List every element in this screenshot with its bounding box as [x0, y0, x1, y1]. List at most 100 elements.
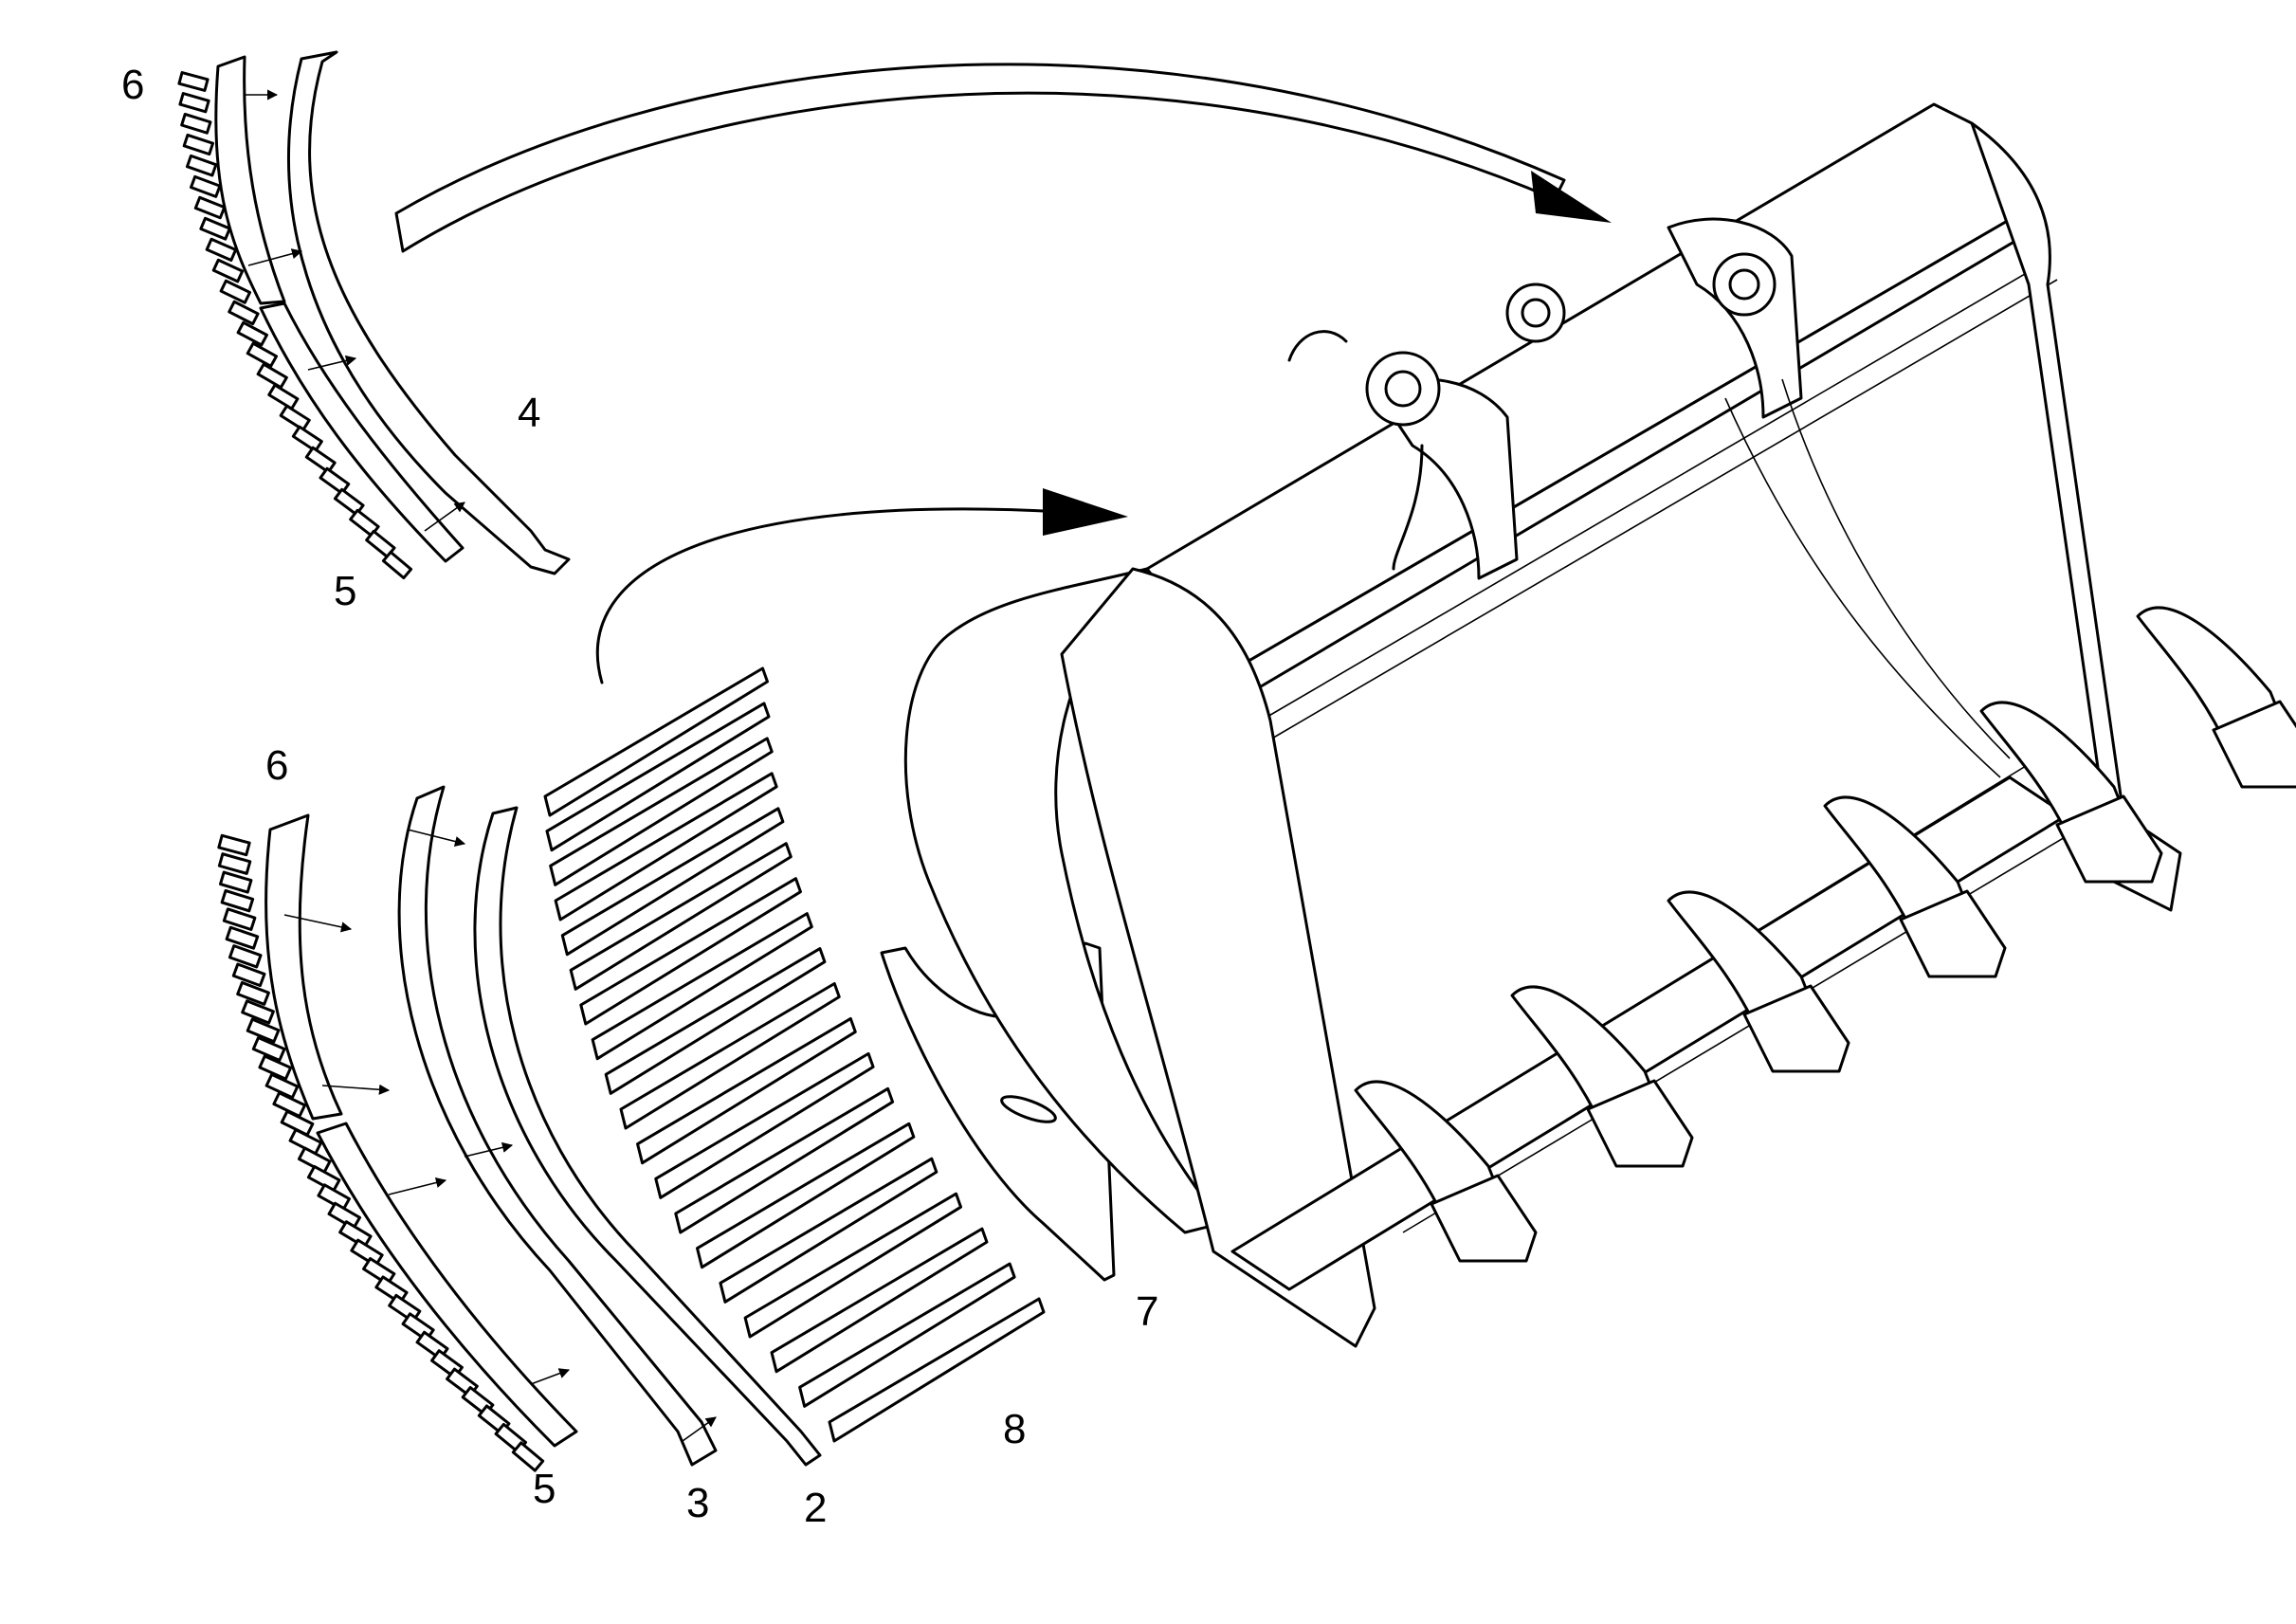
wear-tile [236, 320, 268, 347]
wear-tile [246, 341, 279, 368]
callout-6-lower: 6 [265, 742, 288, 789]
hinge-pin-center [1505, 283, 1566, 343]
tooth-set [1354, 606, 2296, 1263]
wear-tile [246, 1017, 281, 1044]
callout-4: 4 [518, 390, 540, 436]
wear-tile [182, 133, 215, 156]
slat-bar [695, 1122, 916, 1269]
wear-tile [306, 1164, 341, 1193]
wear-strip-4 [287, 50, 571, 575]
wear-tile [189, 174, 222, 198]
liner-5-lower [264, 813, 343, 1121]
wear-tile [280, 1109, 315, 1137]
wear-tile [327, 1201, 361, 1231]
wear-tile [199, 216, 231, 241]
callout-labels: 6 4 5 6 7 8 5 3 2 [121, 62, 1158, 1531]
wear-tile [511, 1441, 545, 1472]
slat-bar [719, 1157, 938, 1304]
slat-bar [545, 702, 771, 852]
bucket-inner-curve [1781, 378, 2011, 759]
wear-tile [225, 925, 260, 950]
callout-2: 2 [804, 1485, 827, 1531]
wear-tile [381, 550, 413, 580]
slat-bar [674, 1086, 895, 1234]
tile-strip-6-upper [177, 71, 413, 580]
bucket-top-beam [1145, 102, 2031, 675]
wear-tile [222, 907, 257, 932]
slat-bar [579, 877, 802, 1026]
wear-tile [256, 362, 288, 390]
wear-tile [228, 944, 263, 969]
liner-5-upper [214, 55, 286, 305]
slat-bar [828, 1297, 1046, 1443]
wear-tile [220, 888, 255, 913]
bucket-inner-curve [1724, 397, 2001, 778]
hinge-pin-right-inner [1728, 268, 1760, 301]
slat-bar [543, 666, 769, 817]
loader-bucket [903, 102, 2296, 1348]
liner-5-lower-lower-segment [316, 1122, 578, 1448]
wear-tile [219, 279, 252, 304]
wear-tile [217, 833, 251, 857]
callout-3: 3 [686, 1480, 709, 1526]
callout-5-upper: 5 [334, 568, 356, 614]
beam-edge [1269, 279, 2058, 740]
wear-tile [350, 1238, 384, 1268]
slat-bar [743, 1192, 963, 1339]
transfer-arrowhead-lower [1043, 488, 1128, 536]
beam-edge [1260, 260, 2049, 721]
wear-tile [291, 425, 323, 453]
side-plate-slot [1000, 1095, 1057, 1123]
hinge-pin-right [1712, 252, 1777, 317]
liner-5-upper-lower-segment [259, 301, 465, 563]
bucket-side-blade-left [1060, 567, 1376, 1348]
assembly-arrow [307, 355, 357, 371]
transfer-arrow-lower [595, 507, 1064, 684]
wear-tile [267, 383, 300, 411]
hinge-pin-left [1365, 351, 1441, 427]
upper-wear-parts-group [177, 50, 571, 580]
wear-tile [217, 852, 252, 875]
wear-tile [185, 154, 218, 177]
slat-bar [654, 1051, 875, 1199]
hook-arm-left [1392, 444, 1424, 571]
lifting-eye [1287, 330, 1348, 362]
slat-bar [604, 947, 827, 1095]
wear-tile [205, 237, 238, 263]
slat-bar [569, 842, 793, 991]
wear-tile [241, 999, 275, 1025]
slat-bar [549, 737, 774, 886]
lower-wear-parts-group [217, 666, 1116, 1472]
cutting-edge-line [1402, 824, 2086, 1233]
cutting-edge [1230, 776, 2068, 1291]
slat-bar [770, 1227, 989, 1374]
wear-tile [193, 195, 227, 220]
callout-5-lower: 5 [533, 1466, 556, 1512]
slat-bar [554, 772, 778, 921]
assembly-arrow [530, 1368, 571, 1385]
tooth-tip [1899, 889, 2007, 978]
wear-tile [178, 92, 210, 114]
hinge-pin-center-inner [1521, 298, 1551, 328]
bucket-side-left [903, 567, 1225, 1234]
wear-tile [333, 487, 365, 517]
slat-bar [636, 1016, 857, 1165]
wear-tile [288, 1128, 323, 1156]
assembly-arrow [388, 1177, 447, 1195]
slat-set-8 [543, 666, 1046, 1443]
assembly-arrow [464, 1141, 514, 1158]
wear-tile [338, 1220, 373, 1249]
slat-bar [591, 912, 813, 1061]
wear-tile [177, 71, 210, 92]
cutting-edge-line [1364, 757, 2039, 1172]
assembly-arrow [682, 1416, 717, 1442]
slat-bar [560, 807, 785, 957]
callout-8: 8 [1003, 1406, 1026, 1452]
wear-tile [180, 112, 212, 135]
wear-tile [228, 300, 260, 326]
tooth-tip [1430, 1174, 1538, 1263]
callout-6-upper: 6 [121, 62, 144, 108]
wear-tile [279, 404, 311, 431]
